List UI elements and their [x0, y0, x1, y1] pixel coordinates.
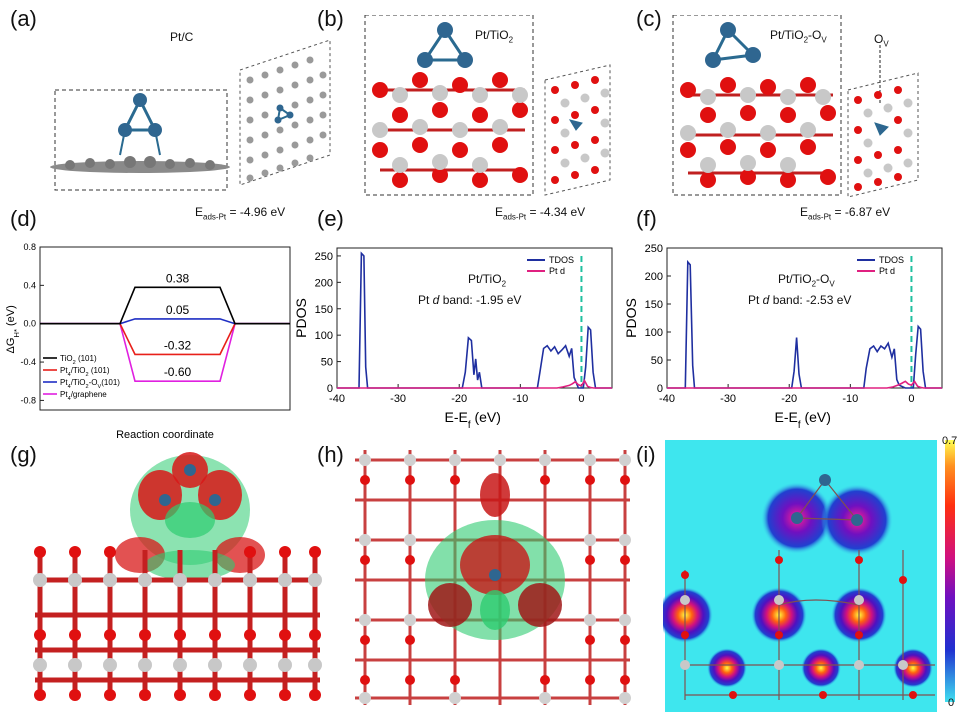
chart-e-xtick-label: -40: [329, 393, 345, 405]
tio2-top-c: [854, 86, 913, 191]
chart-f-xtick-label: -20: [781, 393, 797, 405]
chart-e-xtick-label: -20: [451, 393, 467, 405]
ov-label: OV: [874, 32, 889, 49]
colorbar-max-label: 0.7: [942, 435, 958, 447]
chart-e-ytick-label: 50: [321, 357, 333, 369]
chart-d-data-label: -0.32: [164, 338, 192, 352]
panel-g-charge-density: [33, 452, 322, 701]
panel-d-letter: (d): [10, 206, 37, 231]
chart-d-legend-entry: Pt4/TiO2-OV(101): [60, 378, 120, 390]
panel-h-charge-density: [355, 450, 631, 705]
chart-d-ylabel: ΔGH* (eV): [5, 305, 21, 353]
panel-f-title: Pt/TiO2-OV: [778, 272, 835, 289]
panel-i-letter: (i): [636, 442, 656, 467]
chart-d-energy-diagram: 0.8 0.4 0.0 -0.4 -0.8 ΔGH* (eV) Reaction coord…: [5, 242, 291, 441]
chart-e-xlabel: E-Ef (eV): [445, 409, 501, 431]
chart-d-ytick-label: 0.4: [23, 280, 36, 290]
chart-f-ytick-label: 50: [651, 355, 663, 367]
chart-e-xtick-label: -30: [390, 393, 406, 405]
pt-cluster-c: [705, 22, 761, 68]
pt-cluster-a: [118, 93, 162, 156]
chart-d-series-line: [40, 286, 290, 325]
pt-cluster-b: [417, 22, 473, 68]
chart-e-ytick-label: 150: [315, 304, 333, 316]
chart-e-xtick-label: -10: [512, 393, 528, 405]
chart-d-data-label: -0.60: [164, 365, 192, 379]
panel-c-title: Pt/TiO2-OV: [770, 28, 827, 45]
chart-f-legend-entry: TDOS: [879, 255, 904, 265]
charge-density-blob-h: [425, 473, 565, 640]
chart-e-ytick-label: 200: [315, 277, 333, 289]
panel-f-dband: Pt d band: -2.53 eV: [748, 293, 852, 307]
chart-f-xtick-label: -10: [842, 393, 858, 405]
panel-a-letter: (a): [10, 6, 37, 31]
chart-d-data-label: 0.38: [166, 271, 190, 285]
chart-e-legend-entry: TDOS: [549, 255, 574, 265]
tio2-slab-c: [680, 77, 836, 188]
charge-density-blob-g: [115, 452, 265, 580]
chart-e-ytick-label: 100: [315, 330, 333, 342]
chart-f-frame: [666, 247, 943, 389]
panel-a-side-box: [54, 89, 228, 191]
panel-a-title: Pt/C: [170, 30, 194, 44]
tio2-top-b: [551, 76, 610, 184]
panel-c-structure: [672, 15, 919, 198]
tio2-slab-b: [372, 72, 528, 188]
panel-e-title: Pt/TiO2: [468, 272, 507, 289]
chart-e-ytick-label: 0: [327, 383, 333, 395]
chart-d-legend-entry: TiO2 (101): [60, 354, 97, 366]
panel-i-charge-density-slice: [663, 440, 955, 712]
panel-h-letter: (h): [317, 442, 344, 467]
graphene-top-view: [246, 56, 327, 182]
panel-f-letter: (f): [636, 206, 657, 231]
chart-f-series-pt-d: [667, 379, 942, 389]
chart-f-xlabel: E-Ef (eV): [775, 409, 831, 431]
chart-f-xtick-label: -40: [659, 393, 675, 405]
chart-d-ytick-label: -0.8: [20, 395, 36, 405]
chart-f-ytick-label: 100: [645, 327, 663, 339]
chart-f-ylabel: PDOS: [623, 298, 639, 338]
colorbar-min-label: 0: [948, 697, 955, 709]
panel-c-energy: Eads-Pt = -6.87 eV: [800, 205, 891, 222]
panel-b-title: Pt/TiO2: [475, 28, 514, 45]
chart-f-ytick-label: 150: [645, 299, 663, 311]
panel-c-letter: (c): [636, 6, 662, 31]
chart-f-xtick-label: 0: [908, 393, 914, 405]
panel-b-letter: (b): [317, 6, 344, 31]
tio2-slab-g: [33, 546, 322, 701]
chart-d-data-label: 0.05: [166, 303, 190, 317]
chart-e-ytick-label: 250: [315, 251, 333, 263]
panel-b-structure: [364, 15, 611, 196]
panel-a-energy: Eads-Pt = -4.96 eV: [195, 205, 286, 222]
chart-e-series-pt-d: [337, 378, 612, 389]
chart-d-legend-entry: Pt4/TiO2 (101): [60, 366, 110, 378]
chart-d-ytick-label: 0.0: [23, 319, 36, 329]
chart-d-ytick-label: 0.8: [23, 242, 36, 252]
chart-f-legend-entry: Pt d: [879, 266, 895, 276]
panel-a-structure: [50, 40, 331, 191]
colorbar: [945, 440, 955, 702]
chart-f-ytick-label: 200: [645, 271, 663, 283]
chart-d-xlabel: Reaction coordinate: [116, 429, 214, 441]
chart-e-legend-entry: Pt d: [549, 266, 565, 276]
pt-cluster-a-top: [274, 104, 294, 124]
chart-f-ytick-label: 250: [645, 243, 663, 255]
chart-d-ytick-label: -0.4: [20, 357, 36, 367]
chart-f-ytick-label: 0: [657, 383, 663, 395]
chart-e-xtick-label: 0: [578, 393, 584, 405]
panel-g-letter: (g): [10, 442, 37, 467]
chart-f-xtick-label: -30: [720, 393, 736, 405]
panel-b-energy: Eads-Pt = -4.34 eV: [495, 205, 586, 222]
panel-e-letter: (e): [317, 206, 344, 231]
chart-e-ylabel: PDOS: [293, 298, 309, 338]
panel-a-top-box: [239, 40, 331, 186]
panel-e-dband: Pt d band: -1.95 eV: [418, 293, 522, 307]
graphene-side-view: [50, 156, 230, 173]
chart-d-frame: [39, 246, 291, 411]
chart-d-legend-entry: Pt4/graphene: [60, 390, 107, 402]
